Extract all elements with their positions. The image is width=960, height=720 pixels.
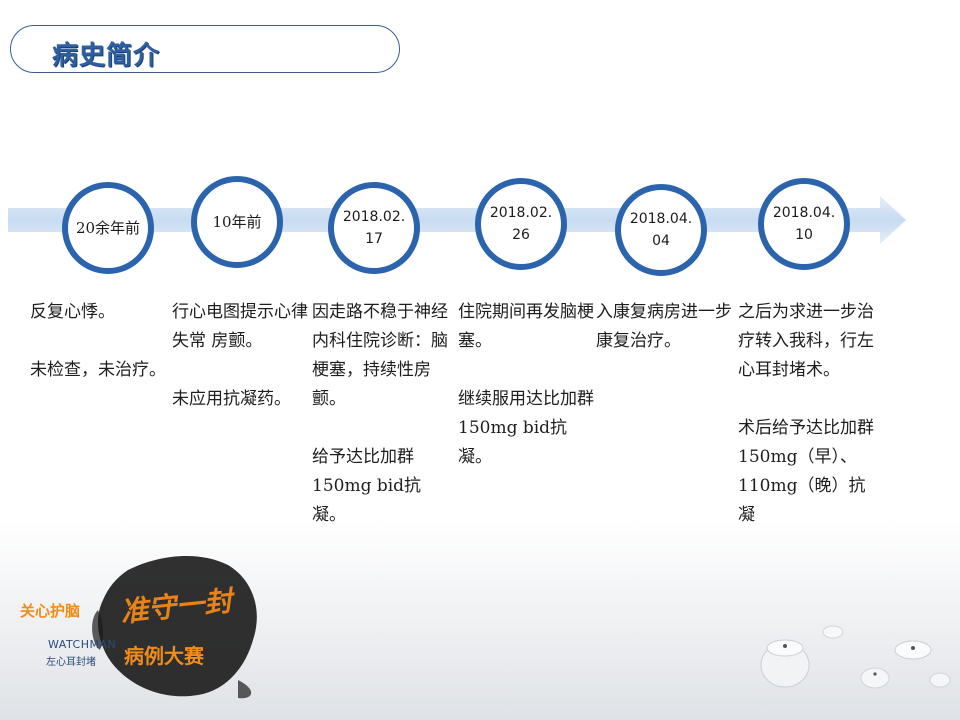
description-paragraph: 行心电图提示心律失常 房颤。: [172, 302, 308, 351]
logo-contest: 病例大赛: [124, 644, 204, 668]
logo-brand: WATCHMAN: [48, 638, 117, 651]
title-banner: [10, 25, 400, 73]
timeline-node: 2018.02. 26: [475, 178, 567, 270]
timeline-node: 2018.02. 17: [328, 182, 420, 274]
description-paragraph: 因走路不稳于神经内科住院诊断：脑梗塞，持续性房颤。: [312, 302, 448, 409]
page-title: 病史简介: [52, 41, 161, 71]
logo-tagline: 关心护脑: [20, 602, 81, 620]
timeline-node: 2018.04. 04: [615, 184, 707, 276]
timeline-node-label: 20余年前: [75, 219, 141, 237]
description-paragraph: 继续服用达比加群150mg bid抗凝。: [458, 389, 594, 467]
timeline-description: 之后为求进一步治疗转入我科，行左心耳封堵术。术后给予达比加群150mg（早）、1…: [738, 298, 876, 559]
timeline-node-label: 2018.04. 04: [629, 211, 693, 249]
timeline-description: 反复心悸。未检查，未治疗。: [30, 298, 168, 414]
description-paragraph: 未应用抗凝药。: [172, 389, 291, 409]
logo-brand-sub: 左心耳封堵: [46, 657, 96, 668]
description-paragraph: 住院期间再发脑梗塞。: [458, 302, 594, 351]
timeline-description: 入康复病房进一步康复治疗。: [596, 298, 734, 385]
description-paragraph: 入康复病房进一步康复治疗。: [596, 302, 732, 351]
description-paragraph: 术后给予达比加群150mg（早）、110mg（晚）抗凝: [738, 418, 874, 525]
timeline-node: 10年前: [191, 176, 283, 268]
description-paragraph: 反复心悸。: [30, 302, 115, 322]
timeline-node-label: 2018.02. 26: [489, 205, 553, 243]
timeline-node-label: 2018.04. 10: [772, 205, 836, 243]
ink-splash-logo: [92, 555, 257, 699]
timeline-description: 因走路不稳于神经内科住院诊断：脑梗塞，持续性房颤。给予达比加群150mg bid…: [312, 298, 450, 559]
description-paragraph: 给予达比加群150mg bid抗凝。: [312, 447, 422, 525]
timeline-node: 20余年前: [62, 182, 154, 274]
device-illustration: [760, 625, 951, 689]
description-paragraph: 之后为求进一步治疗转入我科，行左心耳封堵术。: [738, 302, 874, 380]
timeline-description: 行心电图提示心律失常 房颤。未应用抗凝药。: [172, 298, 310, 443]
description-paragraph: 未检查，未治疗。: [30, 360, 166, 380]
timeline-node-label: 2018.02. 17: [342, 209, 406, 247]
timeline-node: 2018.04. 10: [758, 178, 850, 270]
timeline-description: 住院期间再发脑梗塞。继续服用达比加群150mg bid抗凝。: [458, 298, 596, 501]
timeline-node-label: 10年前: [212, 213, 262, 231]
